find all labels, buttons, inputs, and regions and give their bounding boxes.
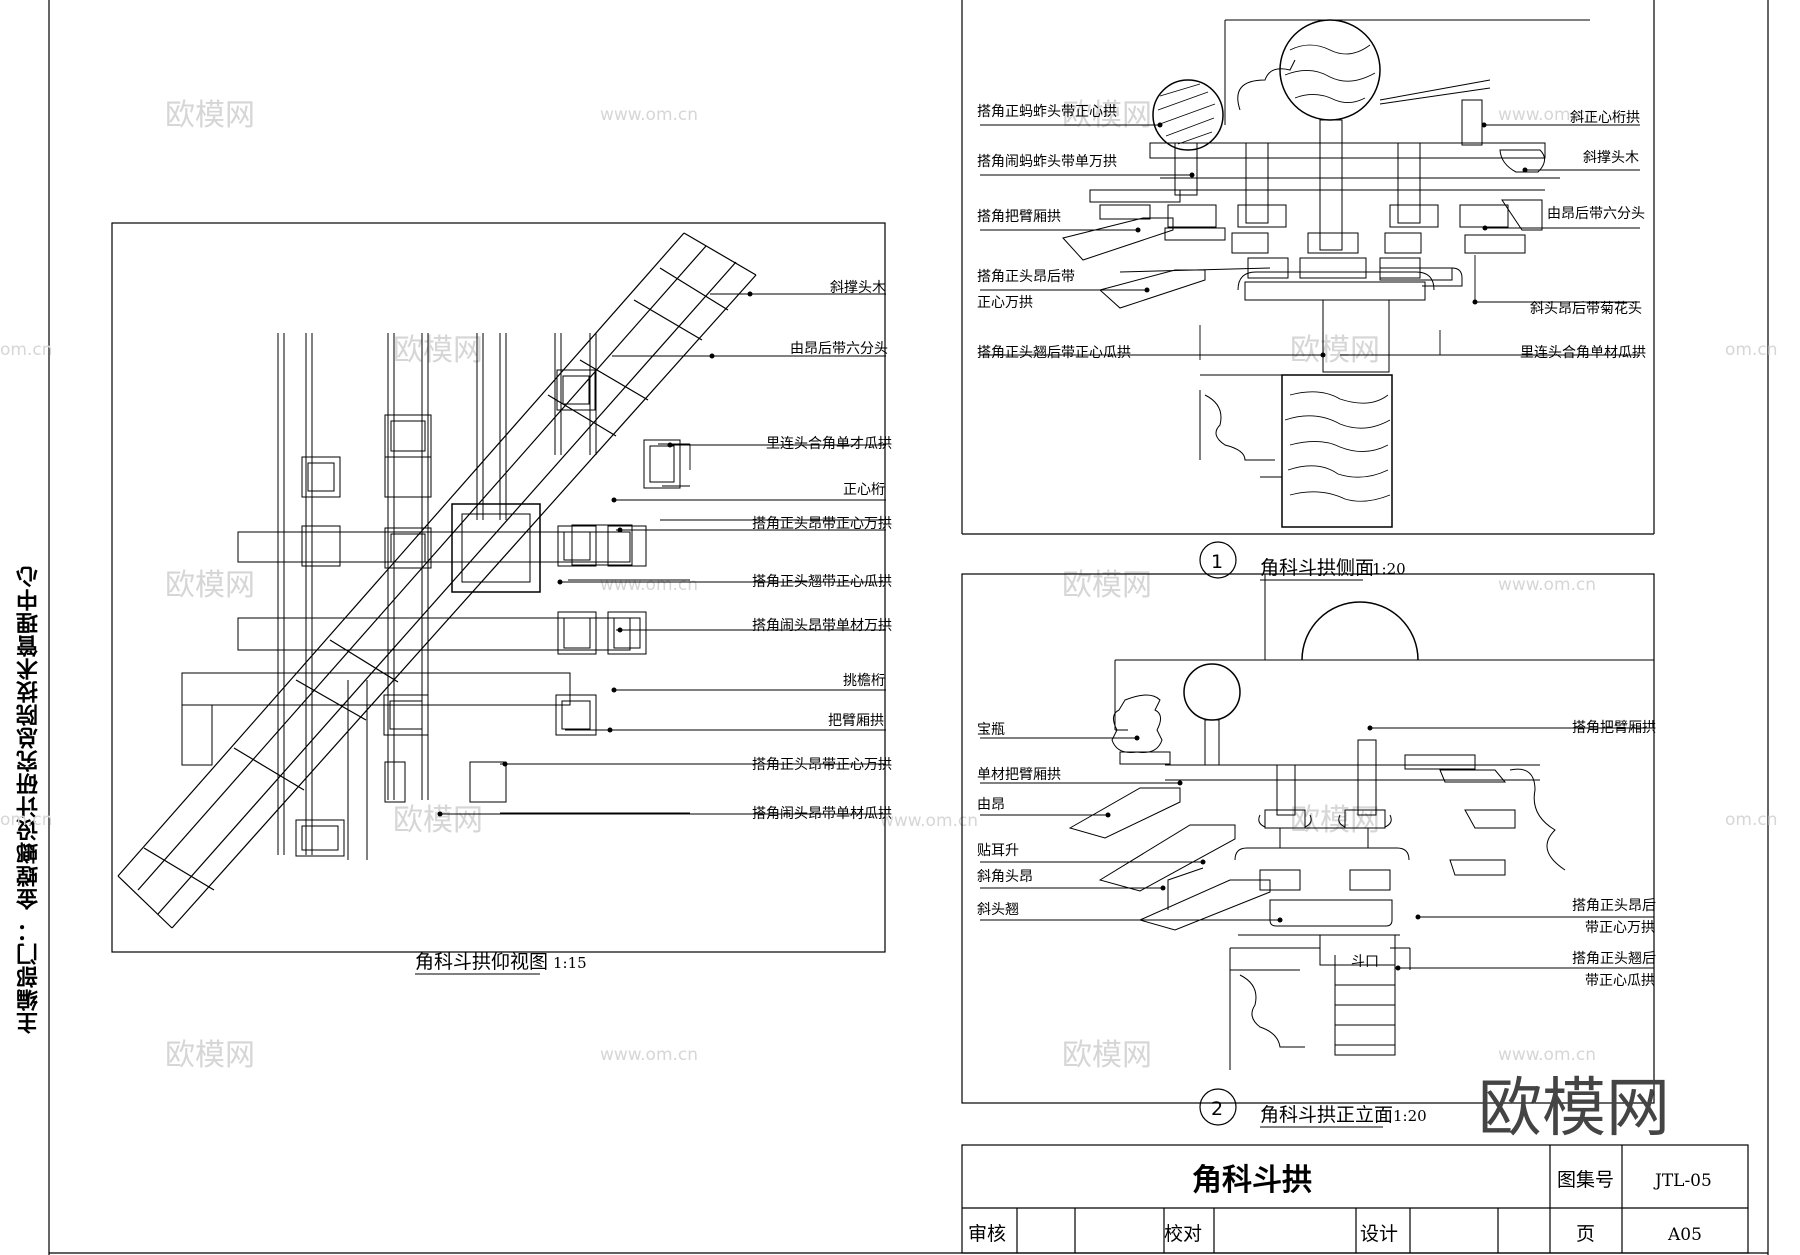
svg-text:JTL-05: JTL-05 [1653, 1171, 1712, 1191]
plan-caption: 角科斗拱仰视图 1:15 [415, 951, 587, 975]
plan-labels: 斜撑头木 由昂后带六分头 里连头合角单才瓜拱 正心桁 搭角正头昂带正心万拱 搭角… [752, 280, 892, 822]
svg-text:斜正心桁拱: 斜正心桁拱 [1570, 110, 1640, 126]
plan-view [111, 222, 886, 953]
svg-text:1:20: 1:20 [1393, 1107, 1427, 1125]
svg-text:搭角正头昂后带: 搭角正头昂后带 [977, 269, 1075, 285]
svg-text:欧模网: 欧模网 [393, 333, 483, 368]
front-view [961, 573, 1655, 1104]
svg-text:欧模网: 欧模网 [1290, 333, 1380, 368]
svg-text:角科斗拱正立面: 角科斗拱正立面 [1260, 1104, 1393, 1126]
svg-text:搭角正头昂带正心万拱: 搭角正头昂带正心万拱 [752, 516, 892, 532]
svg-text:角科斗拱侧面: 角科斗拱侧面 [1260, 557, 1374, 579]
drawing-title: 角科斗拱 [1192, 1163, 1312, 1198]
front-labels: 宝瓶 单材把臂厢拱 由昂 贴耳升 斜角头昂 斜头翘 搭角把臂厢拱 搭角正头昂后 … [977, 720, 1656, 989]
svg-text:斜撑头木: 斜撑头木 [1583, 150, 1639, 166]
svg-text:搭角闹头昂带单材瓜拱: 搭角闹头昂带单材瓜拱 [752, 806, 892, 822]
svg-text:搭角把臂厢拱: 搭角把臂厢拱 [1572, 720, 1656, 736]
title-block [961, 1144, 1749, 1254]
svg-text:欧模网: 欧模网 [1062, 1038, 1152, 1073]
svg-text:om.cn: om.cn [0, 810, 53, 830]
svg-text:斜头昂后带菊花头: 斜头昂后带菊花头 [1530, 301, 1642, 317]
svg-text:1: 1 [1211, 551, 1223, 573]
svg-text:www.om.cn: www.om.cn [600, 575, 698, 595]
svg-text:搭角正头翘后带正心瓜拱: 搭角正头翘后带正心瓜拱 [977, 345, 1131, 361]
svg-text:搭角正头翘带正心瓜拱: 搭角正头翘带正心瓜拱 [752, 574, 892, 590]
svg-text:欧模网: 欧模网 [165, 568, 255, 603]
svg-text:www.om.cn: www.om.cn [1498, 105, 1596, 125]
svg-text:贴耳升: 贴耳升 [977, 843, 1019, 859]
svg-text:om.cn: om.cn [1725, 340, 1778, 360]
sheet-frame [48, 0, 1769, 1255]
svg-text:由昂后带六分头: 由昂后带六分头 [1547, 206, 1645, 222]
side-view [961, 0, 1655, 535]
svg-text:搭角正头昂带正心万拱: 搭角正头昂带正心万拱 [752, 757, 892, 773]
svg-text:www.om.cn: www.om.cn [600, 1045, 698, 1065]
svg-text:角科斗拱仰视图: 角科斗拱仰视图 [415, 951, 548, 973]
svg-text:把臂厢拱: 把臂厢拱 [828, 713, 884, 729]
svg-text:1:15: 1:15 [553, 954, 587, 972]
svg-text:欧模网: 欧模网 [1062, 568, 1152, 603]
svg-text:欧模网: 欧模网 [1062, 98, 1152, 133]
svg-text:校对: 校对 [1164, 1223, 1202, 1245]
svg-text:里连头合角单才瓜拱: 里连头合角单才瓜拱 [766, 436, 892, 452]
front-caption: 2 角科斗拱正立面 1:20 [1199, 1088, 1427, 1128]
svg-text:正心桁: 正心桁 [843, 482, 885, 498]
svg-text:搭角把臂厢拱: 搭角把臂厢拱 [977, 209, 1061, 225]
svg-text:正心万拱: 正心万拱 [977, 295, 1033, 311]
title-block-text: 角科斗拱 图集号 JTL-05 审核 校对 设计 页 A05 [968, 1163, 1712, 1245]
svg-text:斜撑头木: 斜撑头木 [830, 280, 886, 296]
svg-text:带正心瓜拱: 带正心瓜拱 [1585, 973, 1655, 989]
brand-watermark: 欧模网 [1478, 1072, 1670, 1146]
svg-text:om.cn: om.cn [0, 340, 53, 360]
svg-text:带正心万拱: 带正心万拱 [1585, 920, 1655, 936]
svg-text:欧模网: 欧模网 [393, 803, 483, 838]
svg-text:搭角正头昂后: 搭角正头昂后 [1572, 898, 1656, 914]
svg-text:2: 2 [1211, 1098, 1223, 1120]
svg-text:欧模网: 欧模网 [1290, 803, 1380, 838]
svg-text:斗口: 斗口 [1351, 954, 1379, 970]
svg-text:搭角正蚂蚱头带正心拱: 搭角正蚂蚱头带正心拱 [977, 104, 1117, 120]
svg-text:A05: A05 [1667, 1225, 1702, 1245]
svg-text:斜角头昂: 斜角头昂 [977, 869, 1033, 885]
svg-text:欧模网: 欧模网 [165, 1038, 255, 1073]
side-labels: 搭角正蚂蚱头带正心拱 搭角闹蚂蚱头带单万拱 搭角把臂厢拱 搭角正头昂后带 正心万… [977, 104, 1646, 361]
svg-text:1:20: 1:20 [1372, 560, 1406, 578]
svg-text:审核: 审核 [968, 1223, 1006, 1245]
svg-text:由昂: 由昂 [977, 797, 1005, 813]
watermarks: 欧模网 www.om.cn 欧模网 欧模网 www.om.cn 欧模网 www.… [0, 98, 1778, 1073]
svg-text:里连头合角单材瓜拱: 里连头合角单材瓜拱 [1520, 345, 1646, 361]
svg-text:页: 页 [1576, 1223, 1595, 1245]
svg-text:www.om.cn: www.om.cn [1498, 1045, 1596, 1065]
svg-text:om.cn: om.cn [1725, 810, 1778, 830]
svg-text:挑檐桁: 挑檐桁 [843, 673, 885, 689]
svg-text:搭角正头翘后: 搭角正头翘后 [1572, 951, 1656, 967]
svg-text:斜头翘: 斜头翘 [977, 902, 1019, 918]
svg-text:单材把臂厢拱: 单材把臂厢拱 [977, 767, 1061, 783]
svg-text:搭角闹头昂带单材万拱: 搭角闹头昂带单材万拱 [752, 618, 892, 634]
svg-text:图集号: 图集号 [1557, 1169, 1614, 1191]
svg-text:由昂后带六分头: 由昂后带六分头 [790, 341, 888, 357]
svg-text:www.om.cn: www.om.cn [600, 105, 698, 125]
svg-text:设计: 设计 [1360, 1223, 1398, 1245]
svg-text:欧模网: 欧模网 [165, 98, 255, 133]
svg-text:搭角闹蚂蚱头带单万拱: 搭角闹蚂蚱头带单万拱 [977, 154, 1117, 170]
svg-text:www.om.cn: www.om.cn [880, 811, 978, 831]
svg-text:宝瓶: 宝瓶 [977, 722, 1005, 738]
svg-text:www.om.cn: www.om.cn [1498, 575, 1596, 595]
